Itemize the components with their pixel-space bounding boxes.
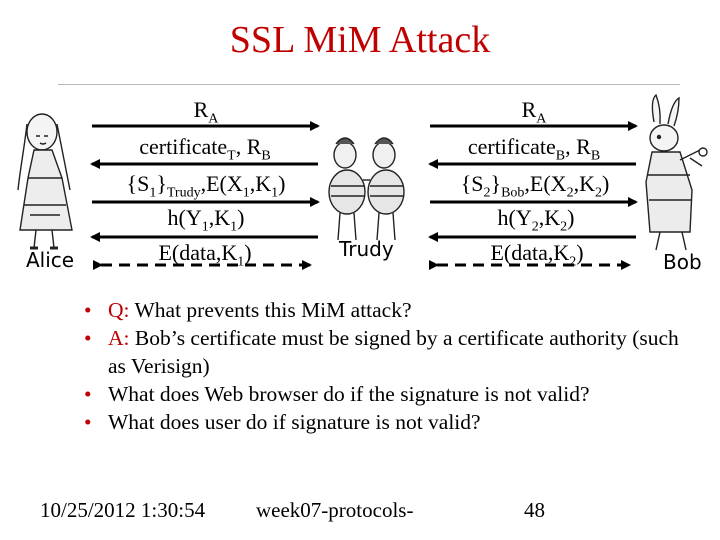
subscript: A — [536, 111, 547, 127]
bullet-dot-icon: • — [84, 410, 92, 434]
bullet-item-answer: • A: Bob’s certificate must be signed by … — [84, 324, 684, 380]
text: ) — [244, 240, 252, 265]
subscript: Bob — [501, 185, 525, 201]
text: {S — [460, 171, 484, 196]
right-message-1: RA — [514, 97, 554, 127]
text: h(Y — [167, 205, 202, 230]
text: , R — [565, 134, 591, 159]
title-divider — [58, 84, 680, 85]
text: certificate — [139, 134, 228, 159]
text: ) — [278, 171, 286, 196]
subscript: 2 — [569, 254, 577, 270]
right-message-5: E(data,K2) — [474, 240, 600, 270]
footer-page-number: 48 — [524, 498, 545, 522]
left-message-3: {S1}Trudy,E(X1,K1) — [106, 171, 306, 201]
subscript: 2 — [483, 185, 491, 201]
left-arrows — [90, 121, 320, 270]
subscript: B — [590, 148, 601, 164]
text: R — [193, 97, 209, 122]
text: ) — [601, 171, 610, 196]
text: ,E(X — [524, 171, 567, 196]
right-message-3: {S2}Bob,E(X2,K2) — [450, 171, 620, 201]
right-message-2: certificateB, RB — [446, 134, 622, 164]
bullet-item-question: • Q: What prevents this MiM attack? — [84, 296, 684, 324]
text: ,K — [538, 205, 561, 230]
text: ) — [576, 240, 584, 265]
subscript: B — [261, 148, 271, 164]
subscript: T — [227, 148, 236, 164]
answer-label: A: — [108, 326, 130, 350]
bullet-dot-icon: • — [84, 326, 92, 350]
protocol-diagram: Alice Trudy Bob RA certificateT, RB {S1}… — [17, 93, 708, 274]
subscript: 1 — [237, 254, 245, 270]
question-text: What prevents this MiM attack? — [129, 298, 412, 322]
bullet-text: What does user do if signature is not va… — [108, 410, 481, 434]
bullet-list: • Q: What prevents this MiM attack? • A: B… — [84, 296, 684, 436]
bob-illustration — [645, 93, 708, 251]
subscript: 2 — [594, 185, 602, 201]
text: ,K — [573, 171, 595, 196]
subscript: 1 — [149, 185, 157, 201]
text: E(data,K — [158, 240, 238, 265]
answer-text: Bob’s certificate must be signed by a ce… — [108, 326, 679, 378]
text: R — [521, 97, 537, 122]
bullet-item-browser: • What does Web browser do if the signatu… — [84, 380, 684, 408]
footer-date: 10/25/2012 1:30:54 — [40, 498, 206, 522]
text: ,K — [249, 171, 272, 196]
subscript: 1 — [271, 185, 279, 201]
text: ) — [237, 205, 245, 230]
diagram-graphics — [17, 93, 708, 270]
text: } — [156, 171, 167, 196]
subscript: 1 — [242, 185, 250, 201]
subscript: 2 — [531, 219, 539, 235]
subscript: 2 — [566, 185, 574, 201]
slide-title: SSL MiM Attack — [229, 19, 491, 61]
text: ) — [567, 205, 575, 230]
alice-illustration — [17, 113, 73, 250]
text: certificate — [467, 134, 556, 159]
subscript: 1 — [201, 219, 209, 235]
text: h(Y — [497, 205, 532, 230]
subscript: B — [555, 148, 566, 164]
bullet-dot-icon: • — [84, 298, 92, 322]
subscript: 1 — [230, 219, 238, 235]
left-message-4: h(Y1,K1) — [146, 205, 266, 235]
right-arrows — [428, 121, 638, 270]
bullet-text: What does Web browser do if the signatur… — [108, 382, 590, 406]
subscript: A — [208, 111, 219, 127]
footer-filename: week07-protocols- — [256, 498, 414, 522]
question-label: Q: — [108, 298, 130, 322]
right-message-4: h(Y2,K2) — [476, 205, 596, 235]
text: } — [490, 171, 502, 196]
text: {S — [126, 171, 150, 196]
subscript: 2 — [560, 219, 568, 235]
alice-label: Alice — [26, 248, 75, 272]
bullet-dot-icon: • — [84, 382, 92, 406]
text: ,K — [208, 205, 231, 230]
subscript: Trudy — [166, 185, 201, 201]
trudy-label: Trudy — [339, 237, 394, 261]
bob-label: Bob — [663, 250, 702, 274]
left-message-5: E(data,K1) — [142, 240, 268, 270]
text: , R — [235, 134, 262, 159]
trudy-illustration — [328, 137, 405, 241]
bullet-item-user: • What does user do if signature is not v… — [84, 408, 684, 436]
text: ,E(X — [200, 171, 243, 196]
text: E(data,K — [490, 240, 570, 265]
left-message-1: RA — [186, 97, 226, 127]
left-message-2: certificateT, RB — [112, 134, 298, 164]
